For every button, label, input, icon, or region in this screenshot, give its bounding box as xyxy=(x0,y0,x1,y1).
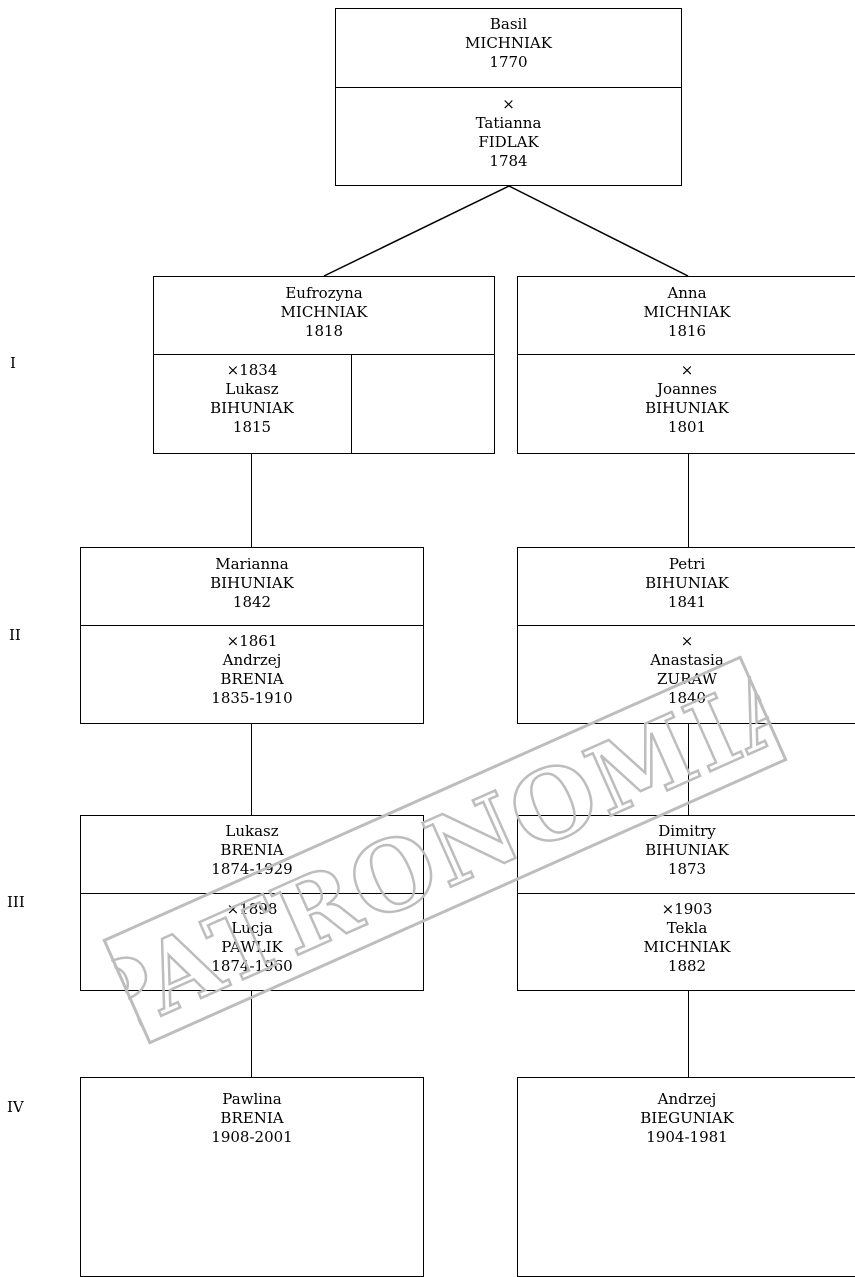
left-gen2-spouse-first-name: Andrzej xyxy=(222,651,282,669)
left-gen2-spouse-surname: BRENIA xyxy=(220,670,284,688)
left-gen3-person-surname: BRENIA xyxy=(220,841,284,859)
root-person-first-name: Basil xyxy=(489,15,528,33)
left-gen1-marriage: ×1834 xyxy=(226,361,278,379)
right-gen1-spouse-surname: BIHUNIAK xyxy=(645,399,729,417)
left-gen1-person-year: 1818 xyxy=(304,322,344,340)
right-gen3-spouse-surname: MICHNIAK xyxy=(643,938,731,956)
left-gen2-person-surname: BIHUNIAK xyxy=(210,574,294,592)
connector-root-left xyxy=(323,185,510,277)
root-spouse-year: 1784 xyxy=(489,152,528,170)
generation-label-3: III xyxy=(7,893,25,911)
left-gen2-person-first-name: Marianna xyxy=(215,555,289,573)
root-couple-box xyxy=(335,8,682,186)
watermark-border xyxy=(102,655,788,1045)
left-gen2-spouse-year: 1835-1910 xyxy=(211,689,293,707)
connector-root-right xyxy=(508,185,689,277)
right-gen3-box xyxy=(517,815,855,991)
right-gen4-person-surname: BIEGUNIAK xyxy=(640,1109,734,1127)
right-gen1-person-first-name: Anna xyxy=(667,284,707,302)
right-gen3-person-surname: BIHUNIAK xyxy=(645,841,729,859)
root-spouse-first-name: Tatianna xyxy=(475,114,542,132)
left-gen3-spouse-first-name: Lucja xyxy=(231,919,273,937)
right-gen3-spouse-year: 1882 xyxy=(667,957,707,975)
left-gen3-person-first-name: Lukasz xyxy=(225,822,279,840)
generation-label-2: II xyxy=(9,626,21,644)
root-spouse-surname: FIDLAK xyxy=(478,133,539,151)
generation-label-1: I xyxy=(10,354,16,372)
left-gen2-marriage: ×1861 xyxy=(226,632,278,650)
left-gen2-divider xyxy=(80,625,424,626)
left-gen3-spouse-year: 1874-1960 xyxy=(211,957,293,975)
right-connector-2 xyxy=(688,724,689,815)
left-gen1-vertical-divider xyxy=(351,354,352,454)
root-connectors xyxy=(323,185,689,277)
right-gen2-spouse-first-name: Anastasia xyxy=(650,651,724,669)
right-gen3-marriage: ×1903 xyxy=(661,900,713,918)
left-connector-3 xyxy=(251,991,252,1077)
right-gen1-marriage: × xyxy=(680,361,694,379)
left-gen3-divider xyxy=(80,893,424,894)
right-gen2-person-surname: BIHUNIAK xyxy=(645,574,729,592)
left-gen1-spouse-year: 1815 xyxy=(232,418,272,436)
left-gen1-spouse-first-name: Lukasz xyxy=(225,380,279,398)
right-gen1-box xyxy=(517,276,855,454)
right-gen3-spouse-first-name: Tekla xyxy=(666,919,708,937)
left-gen1-spouse-surname: BIHUNIAK xyxy=(210,399,294,417)
right-gen3-person-year: 1873 xyxy=(667,860,707,878)
right-gen2-person-year: 1841 xyxy=(667,593,707,611)
right-gen2-person-first-name: Petri xyxy=(668,555,706,573)
right-gen2-divider xyxy=(517,625,855,626)
left-gen4-person-first-name: Pawlina xyxy=(222,1090,282,1108)
left-gen3-marriage: ×1898 xyxy=(226,900,278,918)
root-divider xyxy=(335,87,682,88)
root-person-surname: MICHNIAK xyxy=(465,34,552,52)
left-gen2-person-year: 1842 xyxy=(232,593,272,611)
left-gen1-person-first-name: Eufrozyna xyxy=(285,284,363,302)
right-gen4-person-year: 1904-1981 xyxy=(646,1128,728,1146)
right-gen3-divider xyxy=(517,893,855,894)
left-connector-1 xyxy=(251,454,252,547)
left-gen1-box xyxy=(153,276,495,454)
right-gen3-person-first-name: Dimitry xyxy=(658,822,716,840)
root-marriage-sign: × xyxy=(502,95,515,113)
left-gen3-spouse-surname: PAWLIK xyxy=(221,938,283,956)
right-gen1-person-surname: MICHNIAK xyxy=(643,303,731,321)
root-person-year: 1770 xyxy=(489,53,528,71)
right-gen1-person-year: 1816 xyxy=(667,322,707,340)
right-connector-3 xyxy=(688,991,689,1077)
left-gen4-person-year: 1908-2001 xyxy=(211,1128,293,1146)
left-gen1-person-surname: MICHNIAK xyxy=(280,303,368,321)
right-gen1-spouse-first-name: Joannes xyxy=(657,380,717,398)
right-connector-1 xyxy=(688,454,689,547)
left-connector-2 xyxy=(251,724,252,815)
right-gen2-spouse-year: 1840 xyxy=(667,689,707,707)
right-gen2-box xyxy=(517,547,855,724)
right-gen1-spouse-year: 1801 xyxy=(667,418,707,436)
right-gen1-divider xyxy=(517,354,855,355)
right-gen2-marriage: × xyxy=(680,632,694,650)
right-gen4-person-first-name: Andrzej xyxy=(657,1090,717,1108)
left-gen3-box xyxy=(80,815,424,991)
left-gen2-box xyxy=(80,547,424,724)
generation-label-4: IV xyxy=(7,1098,24,1116)
left-gen1-divider xyxy=(153,354,495,355)
left-gen4-person-surname: BRENIA xyxy=(220,1109,284,1127)
